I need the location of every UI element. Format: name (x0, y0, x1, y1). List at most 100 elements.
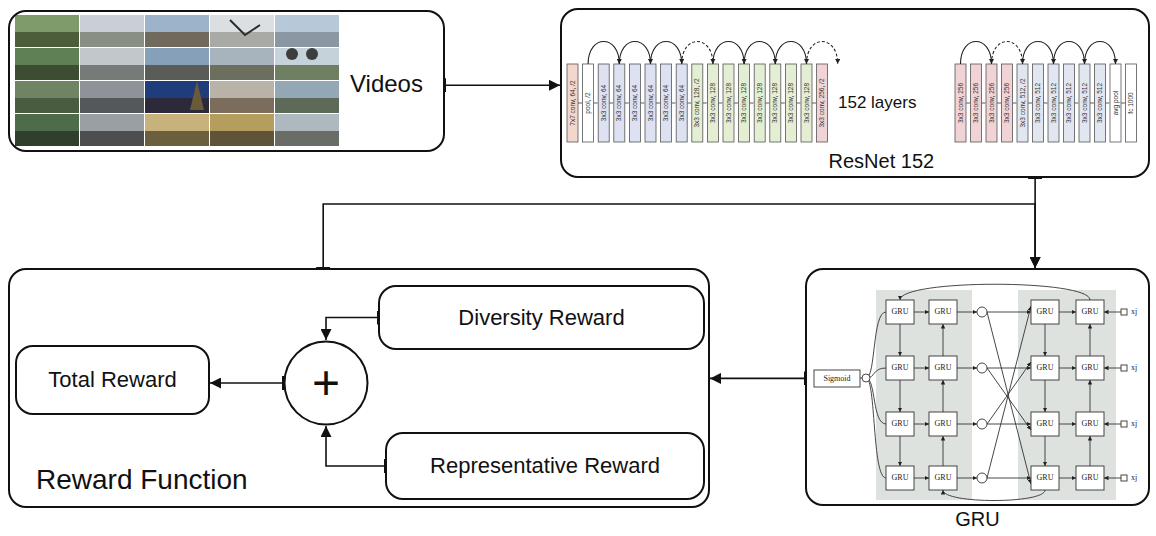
layer-label: 3x3 conv, 64 (616, 85, 623, 121)
thumbnail-sky (275, 48, 339, 80)
gru-wire (1090, 436, 1091, 466)
gru-cell-label: GRU (1082, 420, 1099, 429)
reward-box: Representative Reward (385, 432, 705, 500)
layer-label: 3x3 conv, 512 (1065, 83, 1072, 123)
gru-wire (900, 324, 901, 356)
layer-link (781, 103, 785, 104)
layer-block (692, 64, 703, 142)
thumbnail-sky (145, 48, 209, 80)
thumbnail-ground (145, 32, 209, 47)
layer-link (640, 103, 644, 104)
concat-dot (977, 363, 987, 373)
layer-link (625, 103, 629, 104)
layer-link (672, 103, 676, 104)
layer-label: 3x3 conv, 64 (631, 85, 638, 121)
layer-label: fc 1000 (1127, 92, 1134, 113)
gru-cell (929, 356, 957, 380)
sum-circle: + (283, 340, 369, 426)
layer-label: 3x3 conv, 512 (1096, 83, 1103, 123)
layer-link (1013, 103, 1017, 104)
skip-connection (1023, 42, 1054, 65)
layer-label: pool, /2 (585, 92, 592, 113)
sigmoid-label: Sigmoid (823, 374, 850, 383)
skip-connection (744, 42, 775, 65)
video-thumbnails (15, 15, 339, 146)
thumbnail-ground (80, 65, 144, 80)
layer-link (1059, 103, 1063, 104)
thumbnail-sky (80, 48, 144, 80)
layer-link (578, 103, 582, 104)
gru-wire (900, 380, 901, 412)
thumbnail-sky (80, 114, 144, 146)
layer-link (812, 103, 816, 104)
gru-wire (957, 478, 977, 479)
layer-block (614, 64, 625, 142)
gru-cell (929, 412, 957, 436)
layer-block (770, 64, 781, 142)
gru-illustration (814, 284, 1127, 500)
gru-wire (1059, 424, 1076, 425)
layer-block (1110, 64, 1121, 142)
gru-wire (987, 368, 1031, 369)
layer-block (723, 64, 734, 142)
gru-wire (900, 436, 901, 466)
layer-block (629, 64, 640, 142)
input-square (1121, 365, 1127, 371)
skip-connection (619, 42, 650, 65)
thumbnail-ground (15, 32, 79, 47)
layer-label: 3x3 conv, 128 (772, 83, 779, 123)
gru-cell-label: GRU (1082, 364, 1099, 373)
layer-link (718, 103, 722, 104)
gru-cell-label: GRU (935, 474, 952, 483)
skip-connection (961, 42, 992, 65)
layer-link (1075, 103, 1079, 104)
thumbnail-ground (210, 32, 274, 47)
network-panel: ResNet 152 (560, 8, 1150, 178)
layer-link (1044, 103, 1048, 104)
thumbnail-sky (210, 48, 274, 80)
gru-cell (1031, 300, 1059, 324)
thumbnail-sky (275, 114, 339, 146)
thumbnail-sky (15, 48, 79, 80)
layer-link (997, 103, 1001, 104)
layer-block (1002, 64, 1013, 142)
thumbnail-ground (275, 131, 339, 146)
layer-link (966, 103, 970, 104)
layer-label: 3x3 conv, 64 (678, 85, 685, 121)
thumbnail-ground (80, 98, 144, 113)
gru-wire (957, 368, 977, 369)
layer-block (1095, 64, 1106, 142)
gru-cell-label: GRU (892, 308, 909, 317)
concat-dot (977, 307, 987, 317)
skip-connection (651, 42, 682, 65)
connector-arrow (323, 204, 1035, 268)
gru-wire (987, 368, 1031, 430)
connector-arrow (326, 318, 378, 341)
thumbnail-ground (15, 131, 79, 146)
connector-arrow (445, 84, 560, 86)
layer-label: 3x3 conv, 64 (647, 85, 654, 121)
annotation: 152 layers (838, 94, 916, 113)
layer-block (986, 64, 997, 142)
thumbnail-sky (210, 15, 274, 47)
rider-shape (286, 48, 298, 60)
layer-link (750, 103, 754, 104)
layer-block (785, 64, 796, 142)
gru-cell-label: GRU (935, 420, 952, 429)
gru-wire (943, 436, 944, 466)
thumbnail-ground (275, 98, 339, 113)
layer-label: 3x3 conv, 128 (756, 83, 763, 123)
thumbnail-ground (80, 131, 144, 146)
gru-cell-label: GRU (1037, 474, 1054, 483)
layer-block (739, 64, 750, 142)
gru-wire (987, 306, 1031, 478)
thumbnail-ground (145, 131, 209, 146)
connector-arrow (710, 378, 805, 380)
gru-wire (1059, 368, 1076, 369)
layer-link (703, 103, 707, 104)
input-square (1121, 421, 1127, 427)
layer-block (1033, 64, 1044, 142)
layer-block (1017, 64, 1028, 142)
layer-label: 3x3 conv, 256 (957, 83, 964, 123)
gru-cell (886, 412, 914, 436)
